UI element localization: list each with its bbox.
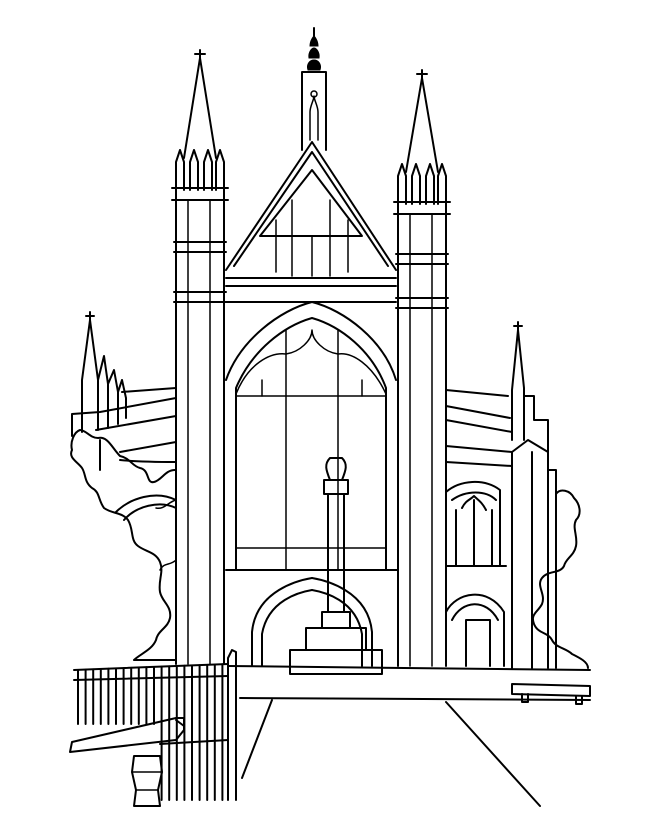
left-tree (70, 429, 177, 661)
iron-railing (73, 649, 237, 801)
great-window (225, 301, 399, 571)
central-pinnacle (301, 27, 327, 151)
left-aisle (71, 387, 177, 521)
left-tower (171, 49, 229, 665)
left-small-spires (81, 311, 127, 433)
right-aisle (445, 321, 557, 669)
forecourt (227, 665, 591, 807)
porch-arches (251, 577, 373, 667)
right-tower (393, 69, 451, 667)
stone-slab (69, 717, 185, 807)
bench (511, 683, 591, 705)
right-tree (532, 489, 589, 669)
central-gable (225, 141, 397, 303)
memorial-column (289, 457, 383, 675)
